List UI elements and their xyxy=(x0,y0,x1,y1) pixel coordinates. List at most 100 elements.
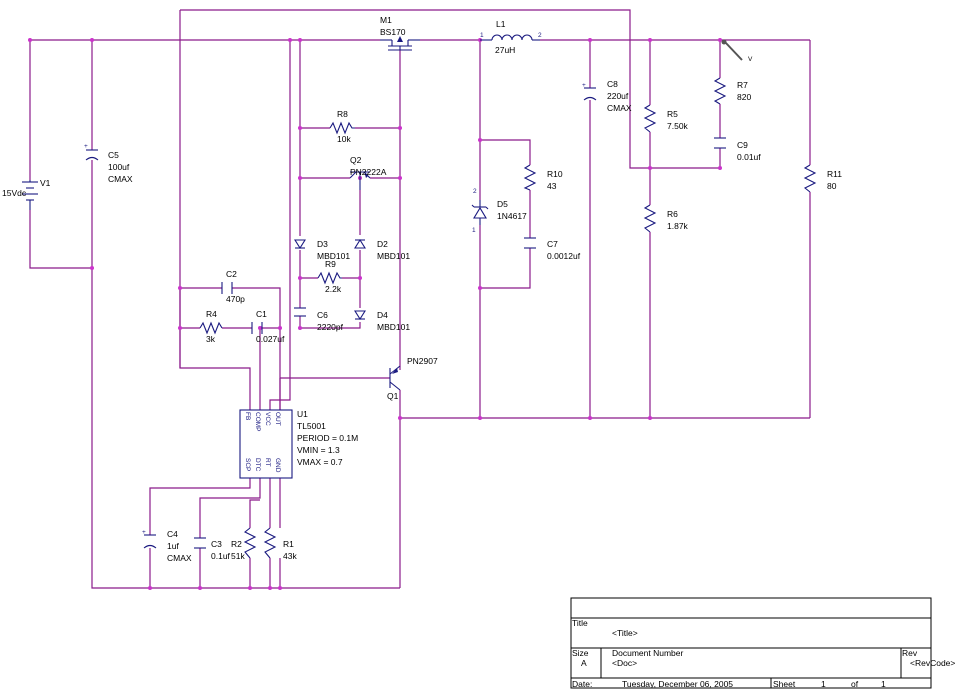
c5-value: 100uf xyxy=(108,162,130,172)
resistor-r4-symbol xyxy=(199,321,223,335)
svg-text:+: + xyxy=(582,82,586,89)
u1-pin-vcc: VCC xyxy=(264,412,271,426)
r7-ref: R7 xyxy=(737,80,748,90)
r6-value: 1.87k xyxy=(667,221,689,231)
inductor-l1-symbol xyxy=(480,34,540,41)
q2-ref: Q2 xyxy=(350,155,362,165)
u1-pin-dtc: DTC xyxy=(254,458,261,472)
resistor-r10-symbol xyxy=(523,164,537,191)
u1-pin-fb: FB xyxy=(244,412,251,420)
m1-value: BS170 xyxy=(380,27,406,37)
diode-d4-symbol xyxy=(354,310,366,321)
c9-ref: C9 xyxy=(737,140,748,150)
c4-ref: C4 xyxy=(167,529,178,539)
c5-ref: C5 xyxy=(108,150,119,160)
d5-value: 1N4617 xyxy=(497,211,527,221)
c2-ref: C2 xyxy=(226,269,237,279)
resistor-r9-symbol xyxy=(317,271,342,285)
capacitor-c8-symbol: + xyxy=(582,82,597,101)
resistor-r8-symbol xyxy=(329,121,355,135)
c6-value: 2220pf xyxy=(317,322,344,332)
capacitor-c2-symbol xyxy=(221,282,233,294)
l1-pin1: 1 xyxy=(480,32,484,39)
c3-value: 0.1uf xyxy=(211,551,231,561)
wires xyxy=(29,9,811,589)
c9-value: 0.01uf xyxy=(737,152,761,162)
v1-value: 15Vdc xyxy=(2,188,27,198)
c6-ref: C6 xyxy=(317,310,328,320)
u1-vmin: VMIN = 1.3 xyxy=(297,445,340,455)
d2-ref: D2 xyxy=(377,239,388,249)
r10-value: 43 xyxy=(547,181,557,191)
zener-d5-symbol xyxy=(471,200,489,225)
title-label: Title xyxy=(572,618,588,628)
r4-ref: R4 xyxy=(206,309,217,319)
r9-value: 2.2k xyxy=(325,284,342,294)
doc-label: Document Number xyxy=(612,648,684,658)
u1-vmax: VMAX = 0.7 xyxy=(297,457,343,467)
title-block: Title <Title> Size A Document Number <Do… xyxy=(570,597,955,689)
c8-value: 220uf xyxy=(607,91,629,101)
svg-text:+: + xyxy=(142,529,146,536)
r8-ref: R8 xyxy=(337,109,348,119)
c2-value: 470p xyxy=(226,294,245,304)
q1-ref: Q1 xyxy=(387,391,399,401)
d5-pin2: 2 xyxy=(473,188,477,195)
q2-value: PN2222A xyxy=(350,167,387,177)
diode-d2-symbol xyxy=(354,238,366,249)
d3-value: MBD101 xyxy=(317,251,350,261)
r7-value: 820 xyxy=(737,92,751,102)
r2-ref: R2 xyxy=(231,539,242,549)
capacitor-c7-symbol xyxy=(524,237,536,249)
diode-d3-symbol xyxy=(294,239,306,250)
transistor-q1-symbol xyxy=(389,365,401,391)
u1-ref: U1 xyxy=(297,409,308,419)
resistor-r2-symbol xyxy=(243,527,257,559)
r8-value: 10k xyxy=(337,134,351,144)
v1-ref: V1 xyxy=(40,178,51,188)
u1-pin-out: OUT xyxy=(274,412,281,426)
capacitor-c9-symbol xyxy=(714,137,726,149)
d2-value: MBD101 xyxy=(377,251,410,261)
mosfet-m1-symbol xyxy=(380,36,420,51)
of-label: of xyxy=(851,679,859,689)
r5-ref: R5 xyxy=(667,109,678,119)
date-label: Date: xyxy=(572,679,592,689)
resistor-r5-symbol xyxy=(643,104,657,133)
r2-value: 51k xyxy=(231,551,245,561)
u1-pin-scp: SCP xyxy=(244,458,251,471)
svg-text:+: + xyxy=(84,143,88,150)
rev-label: Rev xyxy=(902,648,918,658)
title-value: <Title> xyxy=(612,628,638,638)
symbols: + + xyxy=(22,34,817,559)
resistor-r7-symbol xyxy=(713,77,727,105)
size-value: A xyxy=(581,658,587,668)
r10-ref: R10 xyxy=(547,169,563,179)
r11-value: 80 xyxy=(827,181,837,191)
u1-pin-gnd: GND xyxy=(274,458,281,473)
u1-pin-rt: RT xyxy=(264,458,271,467)
l1-ref: L1 xyxy=(496,19,506,29)
capacitor-c5-symbol: + xyxy=(84,143,99,161)
size-label: Size xyxy=(572,648,589,658)
capacitor-c1-symbol xyxy=(251,322,263,334)
q1-value: PN2907 xyxy=(407,356,438,366)
d5-pin1: 1 xyxy=(472,227,476,234)
c7-value: 0.0012uf xyxy=(547,251,581,261)
resistor-r1-symbol xyxy=(263,527,277,559)
capacitor-c6-symbol xyxy=(294,307,306,317)
r5-value: 7.50k xyxy=(667,121,689,131)
c7-ref: C7 xyxy=(547,239,558,249)
rev-value: <RevCode> xyxy=(910,658,955,668)
c5-extra: CMAX xyxy=(108,174,133,184)
l1-value: 27uH xyxy=(495,45,515,55)
capacitor-c4-symbol: + xyxy=(142,529,157,549)
c4-value: 1uf xyxy=(167,541,179,551)
labels: 15Vdc V1 C5 100uf CMAX M1 BS170 L1 27uH … xyxy=(2,15,842,563)
resistor-r6-symbol xyxy=(643,204,657,233)
r6-ref: R6 xyxy=(667,209,678,219)
r11-ref: R11 xyxy=(827,169,842,179)
c8-ref: C8 xyxy=(607,79,618,89)
c1-ref: C1 xyxy=(256,309,267,319)
